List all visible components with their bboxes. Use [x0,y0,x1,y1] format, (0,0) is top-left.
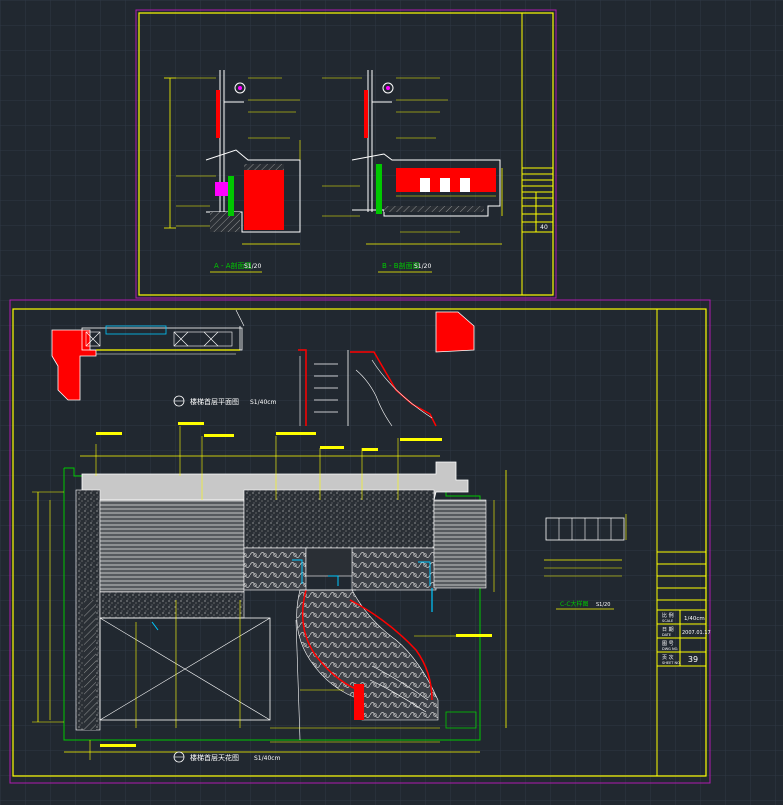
stair-plan-partial[interactable] [51,309,475,427]
sheet-sub: SHEET NO. [662,661,681,665]
sheet-top-frame [138,12,554,296]
sheet-top-number: 40 [540,224,548,231]
detail-cc-scale: S1/20 [596,602,610,608]
drawing-label: 图 号 [662,641,674,647]
section-b-scale: S1/20 [414,263,431,270]
section-b-label: B - B剖面图 [382,261,420,270]
sheet-top-border [135,9,557,299]
detail-cc-title: C-C大样图 [560,600,589,608]
stair-ceiling-plan[interactable] [32,422,507,760]
stair-ceiling-caption: 楼梯首层天花图 S1/40cm [173,751,281,763]
scale-value: 1/40cm [684,616,705,622]
stair-ceiling-title: 楼梯首层天花图 [190,753,239,762]
sheet-bottom-title-block: 比 例 SCALE 1/40cm 日 期 DATE 2007.01.17 图 号… [657,551,711,667]
section-a-caption: A - A剖面图 S1/20 [210,261,262,273]
sheet-bottom-border [9,299,711,784]
scale-label: 比 例 [662,612,674,619]
sheet-number: 39 [688,655,698,664]
date-sub: DATE [662,633,671,637]
section-b-drawing[interactable] [322,70,503,245]
sheet-bottom[interactable]: 比 例 SCALE 1/40cm 日 期 DATE 2007.01.17 图 号… [9,299,711,784]
sheet-label: 页 次 [662,654,674,661]
stair-ceiling-scale: S1/40cm [254,755,281,762]
sheet-bottom-frame [12,308,707,777]
section-a-drawing[interactable] [164,70,301,245]
stair-plan-scale: S1/40cm [250,399,277,406]
section-a-scale: S1/20 [244,263,261,270]
section-b-caption: B - B剖面图 S1/20 [378,261,432,273]
date-value: 2007.01.17 [682,630,711,636]
sheet-top[interactable]: 40 [135,9,557,299]
sheet-top-title-block: 40 [522,167,553,233]
detail-cc-caption: C-C大样图 S1/20 [556,600,614,610]
detail-cc-drawing[interactable] [544,514,627,577]
section-a-label: A - A剖面图 [214,261,252,270]
date-label: 日 期 [662,627,674,633]
drawing-sub: DWG NO. [662,647,678,651]
stair-plan-title: 楼梯首层平面图 [190,397,239,406]
stair-plan-caption: 楼梯首层平面图 S1/40cm [173,395,277,407]
scale-sub: SCALE [662,619,673,623]
